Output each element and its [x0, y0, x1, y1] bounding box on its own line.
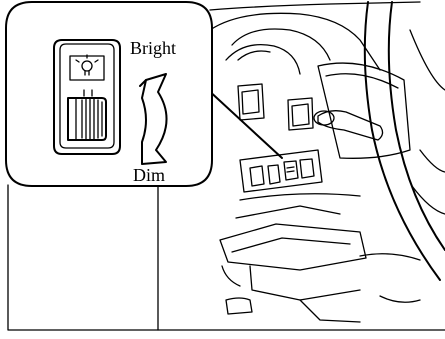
callout-box: Bright Dim	[6, 2, 212, 186]
bright-label: Bright	[130, 38, 176, 58]
leader-line	[206, 88, 282, 158]
dim-label: Dim	[133, 165, 165, 185]
